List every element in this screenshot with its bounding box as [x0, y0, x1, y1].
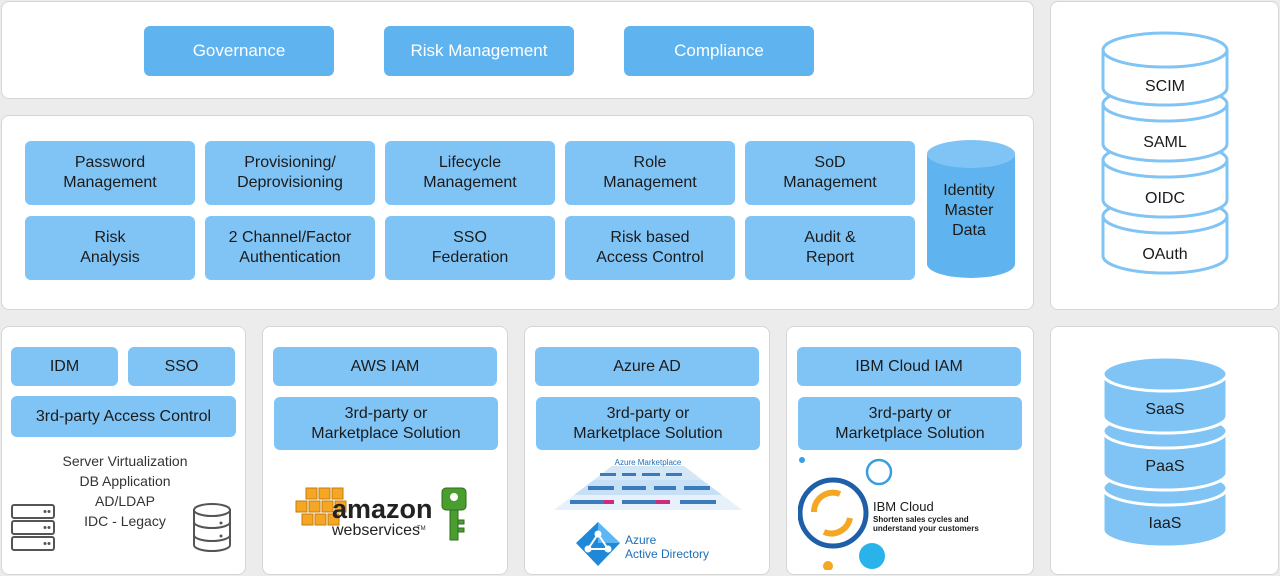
iaas-label: IaaS: [1148, 515, 1182, 532]
role-management-tile[interactable]: Role Management: [565, 141, 735, 205]
azure-ad-logo: Azure Active Directory: [576, 522, 709, 566]
risk-management-button[interactable]: Risk Management: [384, 26, 574, 76]
azure-marketplace-title: Azure Marketplace: [615, 458, 682, 467]
compliance-button[interactable]: Compliance: [624, 26, 814, 76]
ibm-solution-tile[interactable]: 3rd-party or Marketplace Solution: [798, 397, 1022, 450]
onprem-systems-list: Server Virtualization DB Application AD/…: [62, 453, 188, 529]
idm-tile[interactable]: IDM: [11, 347, 118, 386]
sso-tile[interactable]: SSO: [128, 347, 235, 386]
identity-master-data-database: [927, 140, 1015, 278]
ibm-tagline-line1: Shorten sales cycles and: [873, 515, 969, 524]
risk-based-access-tile[interactable]: Risk based Access Control: [565, 216, 735, 280]
ibm-cloud-graphic: IBM Cloud Shorten sales cycles and under…: [798, 457, 979, 570]
azure-solution-tile[interactable]: 3rd-party or Marketplace Solution: [536, 397, 760, 450]
protocols-stack-icon: [1101, 31, 1229, 275]
aws-iam-tile[interactable]: AWS IAM: [273, 347, 497, 386]
aws-logo-text-webservices: webservices: [331, 522, 420, 539]
azure-ad-tile[interactable]: Azure AD: [535, 347, 759, 386]
aws-solution-tile[interactable]: 3rd-party or Marketplace Solution: [274, 397, 498, 450]
sod-management-tile[interactable]: SoD Management: [745, 141, 915, 205]
saas-label: SaaS: [1145, 401, 1185, 418]
aws-logo-tm: TM: [417, 526, 426, 532]
audit-report-tile[interactable]: Audit & Report: [745, 216, 915, 280]
provisioning-tile[interactable]: Provisioning/ Deprovisioning: [205, 141, 375, 205]
oidc-label: OIDC: [1145, 190, 1185, 207]
identity-master-data-label: Identity Master Data: [943, 182, 995, 239]
access-control-tile[interactable]: 3rd-party Access Control: [11, 396, 236, 437]
ibm-tagline-line2: understand your customers: [873, 524, 979, 533]
service-models-stack-icon: [1101, 355, 1229, 549]
scim-label: SCIM: [1145, 78, 1185, 95]
saml-label: SAML: [1143, 134, 1187, 151]
aws-logo: amazon webservices TM: [295, 487, 467, 541]
azure-ad-logo-line1: Azure: [625, 533, 657, 547]
azure-ad-logo-line2: Active Directory: [625, 547, 709, 561]
aws-logo-text-amazon: amazon: [332, 494, 433, 524]
server-rack-icon: [11, 504, 55, 551]
two-factor-auth-tile[interactable]: 2 Channel/Factor Authentication: [205, 216, 375, 280]
sso-federation-tile[interactable]: SSO Federation: [385, 216, 555, 280]
database-icon: [193, 503, 231, 552]
ibm-cloud-title: IBM Cloud: [873, 499, 934, 514]
ibm-cloud-iam-tile[interactable]: IBM Cloud IAM: [797, 347, 1021, 386]
password-management-tile[interactable]: Password Management: [25, 141, 195, 205]
lifecycle-management-tile[interactable]: Lifecycle Management: [385, 141, 555, 205]
azure-marketplace-graphic: Azure Marketplace: [554, 458, 742, 510]
paas-label: PaaS: [1145, 458, 1185, 475]
oauth-label: OAuth: [1142, 246, 1188, 263]
risk-analysis-tile[interactable]: Risk Analysis: [25, 216, 195, 280]
governance-button[interactable]: Governance: [144, 26, 334, 76]
